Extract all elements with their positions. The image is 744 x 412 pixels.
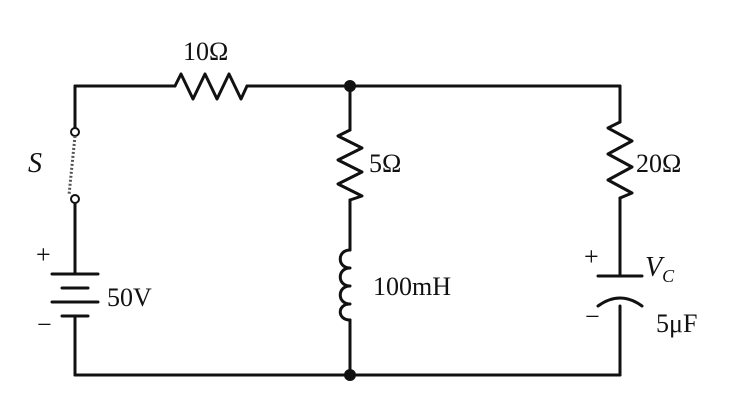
- switch-terminal-top: [70, 127, 80, 137]
- label-10-ohm: 10Ω: [183, 37, 228, 66]
- switch-terminal-bottom: [70, 194, 80, 204]
- inductor-100mh: [338, 248, 352, 322]
- label-vc-main: V: [645, 252, 665, 283]
- source-minus-sign: −: [37, 310, 52, 339]
- resistor-10-ohm: [173, 72, 249, 101]
- resistor-20-ohm: [606, 120, 634, 200]
- switch-blade: [67, 135, 77, 196]
- label-vc: VC: [645, 252, 675, 286]
- resistor-5-ohm: [336, 128, 364, 202]
- capacitor-plus-sign: +: [584, 242, 599, 271]
- junction-node-top: [344, 80, 356, 92]
- capacitor-minus-sign: −: [585, 302, 600, 331]
- source-plus-sign: +: [36, 240, 51, 269]
- junction-node-bottom: [344, 369, 356, 381]
- label-switch-s: S: [28, 148, 42, 179]
- label-100mh: 100mH: [373, 272, 451, 301]
- capacitor-plate-curved: [596, 296, 644, 308]
- label-vc-subscript: C: [662, 266, 675, 286]
- label-5uf: 5μF: [656, 309, 697, 338]
- label-50v: 50V: [107, 283, 152, 312]
- label-20-ohm: 20Ω: [636, 149, 681, 178]
- label-5-ohm: 5Ω: [369, 149, 401, 178]
